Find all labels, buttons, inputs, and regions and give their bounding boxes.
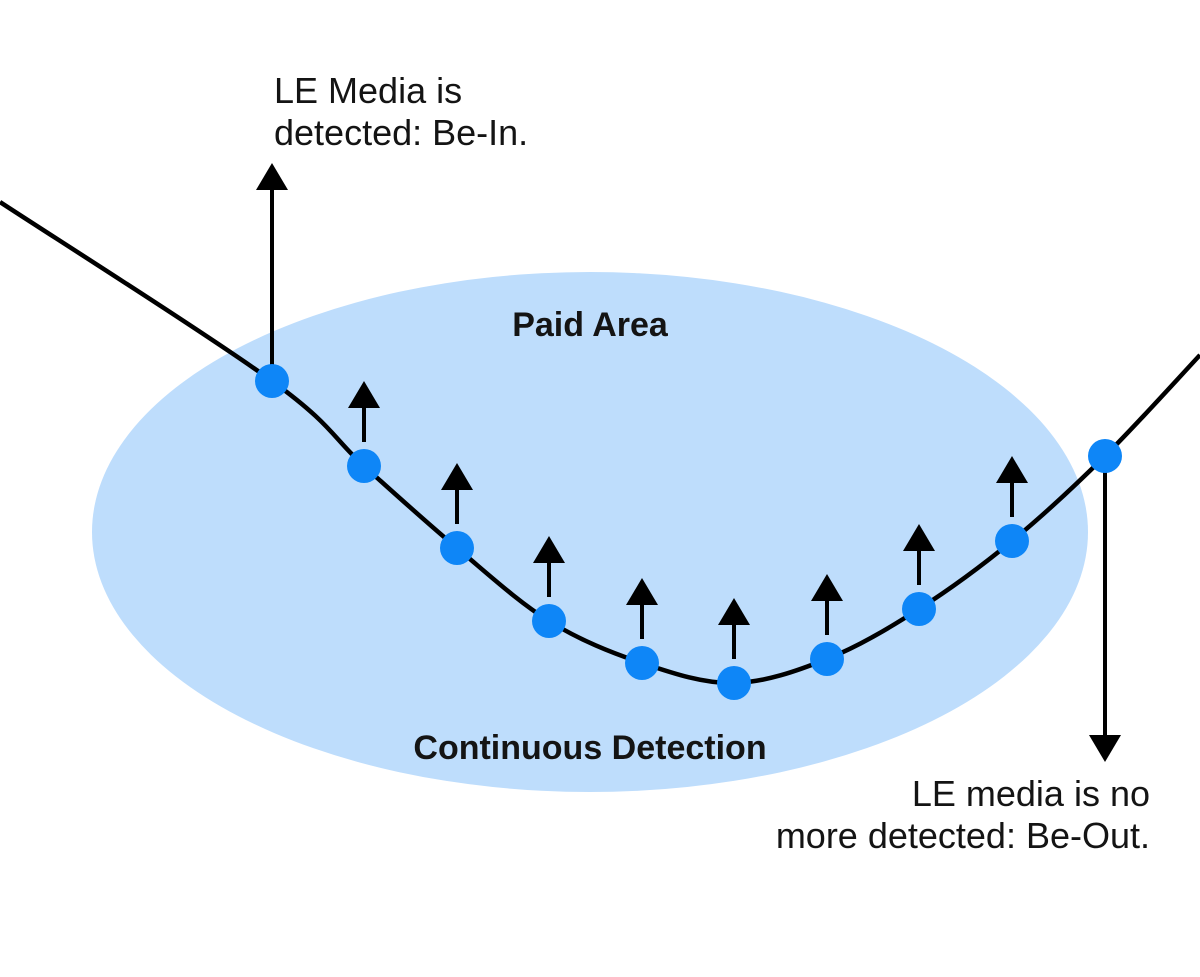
be-out-arrow <box>1089 457 1121 762</box>
be-in-arrow-head-icon <box>256 163 288 190</box>
up-arrow-8 <box>903 524 935 585</box>
be-out-arrow-head-icon <box>1089 735 1121 762</box>
up-arrow-3-head-icon <box>441 463 473 490</box>
up-arrow-3 <box>441 463 473 524</box>
be-out-annotation-line1: LE media is no <box>911 773 1150 814</box>
up-arrow-7-head-icon <box>811 574 843 601</box>
detection-point-dot <box>717 666 751 700</box>
detection-point-dot <box>347 449 381 483</box>
up-arrow-8-head-icon <box>903 524 935 551</box>
detection-point-dot <box>440 531 474 565</box>
paid-area-ellipse <box>92 272 1088 792</box>
up-arrow-2 <box>348 381 380 442</box>
up-arrow-6 <box>718 598 750 659</box>
continuous-detection-label: Continuous Detection <box>413 729 767 767</box>
detection-point-dot <box>902 592 936 626</box>
up-arrow-4-head-icon <box>533 536 565 563</box>
up-arrow-5 <box>626 578 658 639</box>
be-in-annotation-line1: LE Media is <box>274 70 463 111</box>
up-arrow-2-head-icon <box>348 381 380 408</box>
detection-point-dot <box>625 646 659 680</box>
be-in-annotation-line2: detected: Be-In. <box>274 112 529 153</box>
detection-point-dot <box>810 642 844 676</box>
detection-point-dot <box>532 604 566 638</box>
paid-area-label: Paid Area <box>512 306 668 344</box>
be-out-annotation-line2: more detected: Be-Out. <box>775 815 1150 856</box>
detection-point-dot <box>995 524 1029 558</box>
up-arrow-9-head-icon <box>996 456 1028 483</box>
up-arrow-5-head-icon <box>626 578 658 605</box>
up-arrow-7 <box>811 574 843 635</box>
be-in-arrow <box>256 163 288 381</box>
be-out-annotation: LE media is no more detected: Be-Out. <box>776 773 1150 857</box>
up-arrow-9 <box>996 456 1028 517</box>
be-in-annotation: LE Media is detected: Be-In. <box>274 70 528 154</box>
detection-point-dot <box>255 364 289 398</box>
detection-point-dot <box>1088 439 1122 473</box>
up-arrow-6-head-icon <box>718 598 750 625</box>
up-arrow-4 <box>533 536 565 597</box>
